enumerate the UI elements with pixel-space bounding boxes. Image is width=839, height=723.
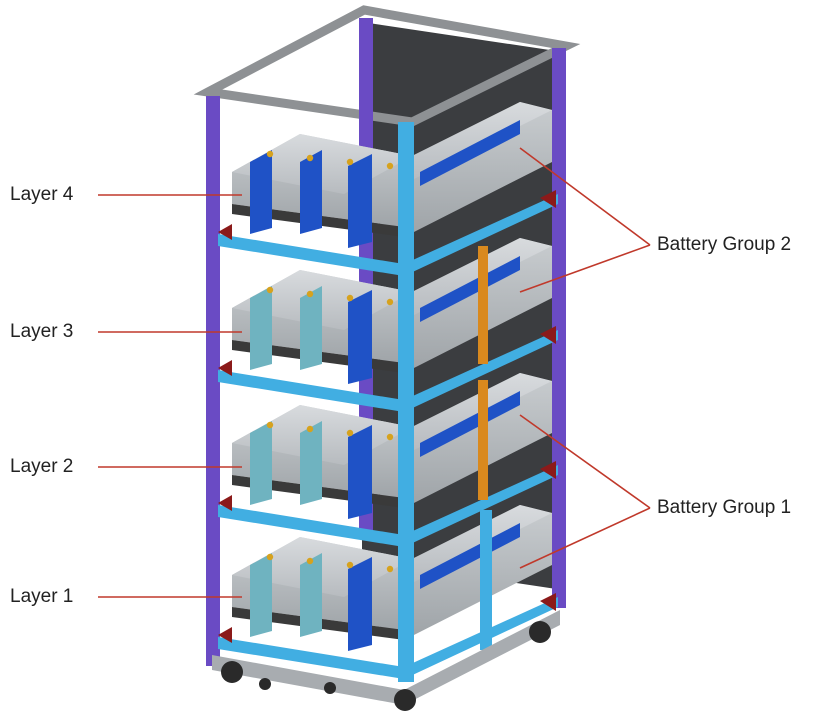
battery-strap [420, 391, 520, 457]
battery-terminal [386, 565, 394, 573]
orange-support-bar [478, 246, 488, 364]
rack-base [212, 610, 560, 705]
battery-strap [420, 120, 520, 186]
rack-mid-post [480, 510, 492, 650]
label-battery-group-1: Battery Group 1 [657, 497, 792, 518]
battery-terminal [306, 557, 314, 565]
shelf-beam [218, 597, 558, 679]
battery-terminal [266, 421, 274, 429]
rack-left-post [206, 96, 220, 666]
battery-terminal [346, 429, 354, 437]
battery-strap [420, 523, 520, 589]
battery-strap [348, 154, 372, 248]
callout-line-group1-upper [519, 414, 651, 509]
battery-strap [420, 256, 520, 322]
battery-strap [348, 290, 372, 384]
battery-strap [348, 557, 372, 651]
battery-terminal [306, 290, 314, 298]
rack-front-post [398, 122, 414, 682]
caster-wheel [221, 661, 243, 683]
label-battery-group-2: Battery Group 2 [657, 234, 792, 255]
shelf-beam [218, 330, 558, 412]
battery-terminal [266, 286, 274, 294]
shelf-beam [218, 194, 558, 276]
battery-strap [300, 421, 322, 505]
label-layer-1: Layer 1 [10, 586, 74, 607]
shelf-bracket [218, 224, 232, 240]
battery-strap [250, 553, 272, 637]
battery-terminal [306, 154, 314, 162]
shelf-bracket [218, 627, 232, 643]
label-layer-2: Layer 2 [10, 456, 74, 477]
orange-support-bar [478, 380, 488, 500]
shelf-bracket [218, 360, 232, 376]
battery-terminal [306, 425, 314, 433]
rack-layer-2 [218, 373, 558, 547]
caster-wheel [324, 682, 336, 694]
shelf-beam [218, 465, 558, 547]
rack-layer-3 [218, 238, 558, 412]
callout-line-group1-lower [519, 507, 651, 569]
battery-strap [300, 150, 322, 234]
battery-strap [348, 425, 372, 519]
battery-terminal [346, 158, 354, 166]
rack-top-frame [193, 5, 581, 127]
caster-wheel [259, 678, 271, 690]
battery-top-rear [380, 102, 552, 180]
battery-strap [250, 150, 272, 234]
battery-top-rear [380, 238, 552, 316]
callout-lines [98, 147, 651, 598]
battery-terminal [386, 298, 394, 306]
battery-terminal [386, 433, 394, 441]
rack-layer-1 [218, 505, 558, 679]
battery-terminal [386, 162, 394, 170]
battery-strap [300, 286, 322, 370]
callout-line-group2-upper [519, 147, 651, 246]
battery-strap [250, 286, 272, 370]
caster-wheel [529, 621, 551, 643]
shelf-bracket [218, 495, 232, 511]
caster-wheel [394, 689, 416, 711]
battery-top-rear [380, 373, 552, 451]
shelf-bracket [540, 461, 556, 479]
shelf-bracket [540, 593, 556, 611]
battery-strap [250, 421, 272, 505]
label-layer-4: Layer 4 [10, 184, 74, 205]
battery-terminal [346, 561, 354, 569]
shelf-bracket [540, 326, 556, 344]
label-layer-3: Layer 3 [10, 321, 74, 342]
battery-top-rear [380, 505, 552, 583]
battery-strap [300, 553, 322, 637]
callout-line-group2-lower [519, 244, 651, 293]
battery-terminal [266, 150, 274, 158]
shelf-bracket [540, 190, 556, 208]
battery-terminal [346, 294, 354, 302]
battery-terminal [266, 553, 274, 561]
rack-layer-4 [218, 102, 558, 276]
